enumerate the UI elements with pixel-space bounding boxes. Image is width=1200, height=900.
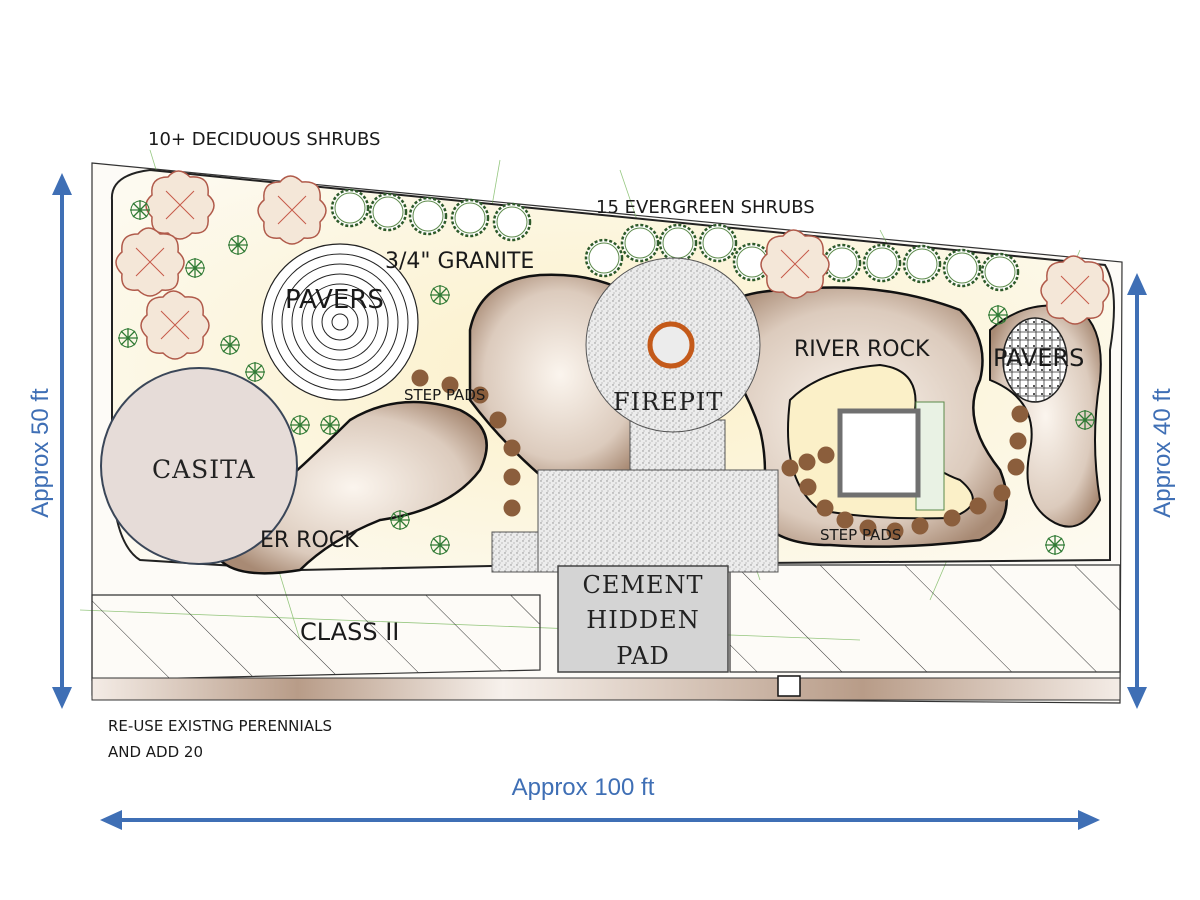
firepit-area — [491, 257, 779, 573]
pavers-right — [1002, 317, 1068, 403]
class-ii-zone — [91, 564, 1121, 701]
pavers-left — [261, 243, 419, 401]
step-pads-left-label: STEP PADS — [404, 386, 485, 404]
class-ii-label: CLASS II — [300, 618, 399, 646]
river-rock-left-label: ER ROCK — [260, 528, 359, 553]
river-rock-right-label: RIVER ROCK — [794, 337, 930, 362]
granite-label: 3/4" GRANITE — [385, 249, 534, 274]
square-planter — [837, 401, 945, 511]
firepit-label: FIREPIT — [613, 388, 723, 416]
step-pads-right — [781, 405, 1029, 540]
right-height-dimension — [1127, 273, 1147, 709]
left-height-dimension-label: Approx 50 ft — [27, 388, 54, 518]
pavers-left-label: PAVERS — [285, 285, 384, 315]
evergreen-shrubs-label: 15 EVERGREEN SHRUBS — [596, 197, 815, 218]
pavers-right-label: PAVERS — [993, 344, 1084, 372]
cement-pad-label-3: PAD — [616, 642, 670, 670]
perennials-label-1: RE-USE EXISTNG PERENNIALS — [108, 717, 332, 735]
width-dimension-label: Approx 100 ft — [512, 774, 655, 801]
cement-pad-label-1: CEMENT — [583, 571, 704, 599]
step-pads-right-label: STEP PADS — [820, 526, 901, 544]
casita-label: CASITA — [152, 455, 256, 484]
firepit-ring — [647, 321, 695, 369]
river-rock-left-bed — [218, 400, 488, 575]
perennials-label-2: AND ADD 20 — [108, 743, 203, 761]
left-height-dimension — [52, 173, 72, 709]
deciduous-shrubs-label: 10+ DECIDUOUS SHRUBS — [148, 129, 380, 150]
width-dimension — [100, 810, 1100, 830]
step-pads-left — [411, 369, 521, 517]
casita — [100, 367, 298, 565]
cement-hidden-pad — [557, 565, 729, 673]
cement-pad-label-2: HIDDEN — [586, 606, 699, 634]
right-height-dimension-label: Approx 40 ft — [1149, 388, 1176, 518]
